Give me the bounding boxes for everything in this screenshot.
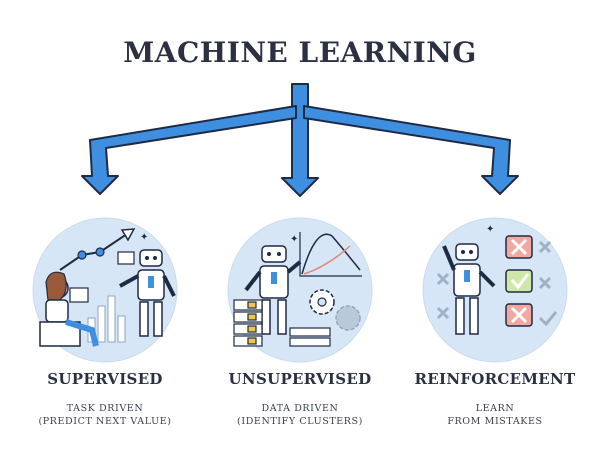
svg-text:✦: ✦ [486,224,494,235]
svg-text:✦: ✦ [290,234,298,245]
svg-text:✦: ✦ [140,232,148,243]
description-line: DATA DRIVEN [261,403,339,414]
arrow-left-icon [81,105,297,195]
category-supervised: SUPERVISED TASK DRIVEN (PREDICT NEXT VAL… [15,370,195,428]
description-line: LEARN [475,403,515,414]
reinforcement-illustration: ✦ [422,217,568,363]
category-unsupervised: UNSUPERVISED DATA DRIVEN (IDENTIFY CLUST… [210,370,390,428]
description-line: TASK DRIVEN [66,403,144,414]
description-line: (PREDICT NEXT VALUE) [38,416,172,427]
page-title: MACHINE LEARNING [123,36,477,69]
category-reinforcement: REINFORCEMENT LEARN FROM MISTAKES [405,370,585,428]
category-title: UNSUPERVISED [228,370,372,388]
category-description: LEARN FROM MISTAKES [405,402,585,428]
supervised-illustration: ✦ [32,217,178,363]
branch-arrows [81,83,519,197]
arrow-center-icon [281,83,319,197]
description-line: (IDENTIFY CLUSTERS) [237,416,363,427]
category-title: SUPERVISED [47,370,163,388]
category-description: TASK DRIVEN (PREDICT NEXT VALUE) [15,402,195,428]
description-line: FROM MISTAKES [447,416,543,427]
category-title: REINFORCEMENT [414,370,576,388]
unsupervised-illustration: ✦ [227,217,373,363]
arrow-right-icon [303,105,519,195]
category-description: DATA DRIVEN (IDENTIFY CLUSTERS) [210,402,390,428]
